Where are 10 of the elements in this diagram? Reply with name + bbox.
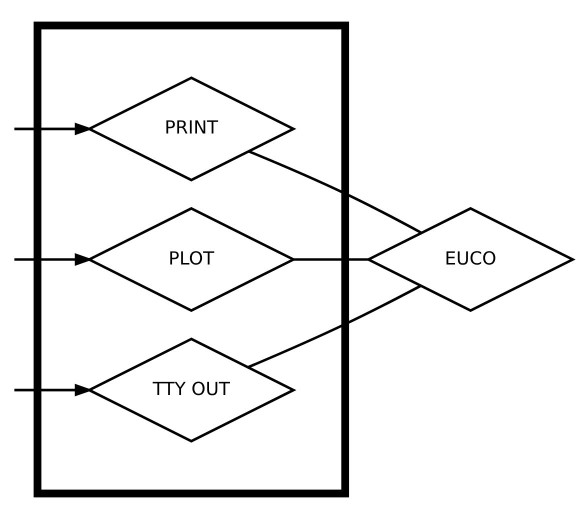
node-diamond: PRINT [86,76,296,182]
arrow [14,253,93,266]
connector [248,150,422,234]
node-diamond: EUCO [366,206,576,312]
cluster [34,22,350,498]
arrow [14,384,93,396]
node-diamond: TTY OUT [86,338,296,443]
arrow [14,122,93,136]
connector [294,258,368,261]
connector [248,284,422,368]
